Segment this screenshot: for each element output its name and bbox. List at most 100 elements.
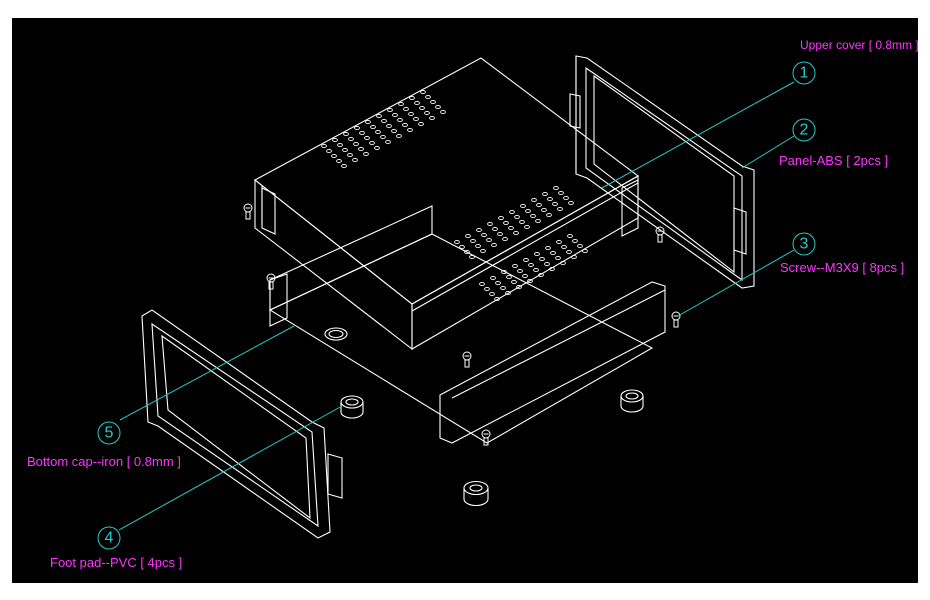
vent-hole [534,251,540,257]
vent-hole [492,226,498,232]
vent-hole [365,119,371,125]
vent-hole [341,163,347,169]
vent-hole [440,109,446,115]
label-upper-cover: Upper cover [ 0.8mm ] [800,38,918,52]
vent-hole [419,105,425,111]
vent-hole [387,107,393,113]
vent-hole [567,233,573,239]
vent-hole [469,254,475,260]
vent-hole [563,195,569,201]
vent-hole [490,275,496,281]
foot-pads [340,389,644,507]
vent-hole [557,206,563,212]
vent-hole [495,280,501,286]
callout-number-5: 5 [105,425,114,442]
vent-hole [343,131,349,137]
vent-hole [568,200,574,206]
vent-hole [505,290,511,296]
vent-hole [475,243,481,249]
vent-hole [418,121,424,127]
vent-hole [396,133,402,139]
vent-hole [359,130,365,136]
vent-hole [550,250,556,256]
vent-holes-front [454,185,588,302]
vent-hole [470,238,476,244]
vent-hole [538,272,544,278]
vent-hole [539,256,545,262]
vent-hole [553,185,559,191]
vent-hole [487,221,493,227]
vent-hole [375,129,381,135]
vent-hole [403,106,409,112]
vent-hole [331,153,337,159]
vent-hole [545,245,551,251]
label-panel: Panel-ABS [ 2pcs ] [779,153,889,168]
vent-hole [525,208,531,214]
leader-line-4 [118,405,343,531]
vent-hole [508,225,514,231]
vent-hole [503,220,509,226]
vent-hole [560,260,566,266]
drawing-canvas: 1 2 3 4 5 Upper cover [ 0.8mm ] Panel-AB… [12,18,918,583]
vent-hole [582,248,588,254]
leader-line-5 [119,325,295,421]
vent-hole [374,145,380,151]
vent-hole [502,236,508,242]
vent-hole [541,207,547,213]
vent-hole [430,99,436,105]
callout-circle-4 [97,526,121,550]
vent-hole [566,249,572,255]
vent-hole [353,141,359,147]
vent-hole [381,118,387,124]
vent-hole [519,219,525,225]
vent-hole [555,255,561,261]
vent-hole [556,239,562,245]
vent-hole [547,196,553,202]
vent-hole [425,94,431,100]
vent-hole [511,279,517,285]
vent-hole [408,111,414,117]
vent-hole [414,100,420,106]
vent-hole [481,232,487,238]
vent-hole [407,127,413,133]
vent-hole [465,233,471,239]
vent-hole [571,254,577,260]
vent-hole [494,296,500,302]
vent-hole [484,286,490,292]
vent-hole [524,224,530,230]
vent-hole [577,243,583,249]
vent-hole [528,262,534,268]
vent-hole [527,278,533,284]
vent-hole [491,242,497,248]
callout-number-1: 1 [800,65,809,82]
vent-hole [558,190,564,196]
vent-hole [561,244,567,250]
vent-hole [326,148,332,154]
vent-hole [498,215,504,221]
leader-line-2 [741,135,795,169]
vent-hole [397,117,403,123]
vent-hole [347,152,353,158]
panel-right [569,55,755,289]
vent-hole [476,227,482,233]
bottom-cap [268,205,666,444]
vent-hole [409,95,415,101]
vent-hole [348,136,354,142]
screws [243,203,681,446]
vent-hole [352,157,358,163]
vent-hole [522,273,528,279]
leader-line-3 [677,249,795,317]
vent-hole [530,213,536,219]
label-screw: Screw--M3X9 [ 8pcs ] [780,260,905,275]
vent-hole [354,125,360,131]
vent-hole [398,101,404,107]
vent-hole [509,209,515,215]
vent-hole [342,147,348,153]
vent-hole [516,284,522,290]
vent-hole [363,151,369,157]
vent-hole [544,261,550,267]
vent-hole [402,122,408,128]
vent-hole [520,203,526,209]
label-bottom-cap: Bottom cap--iron [ 0.8mm ] [27,454,181,469]
vent-hole [535,218,541,224]
